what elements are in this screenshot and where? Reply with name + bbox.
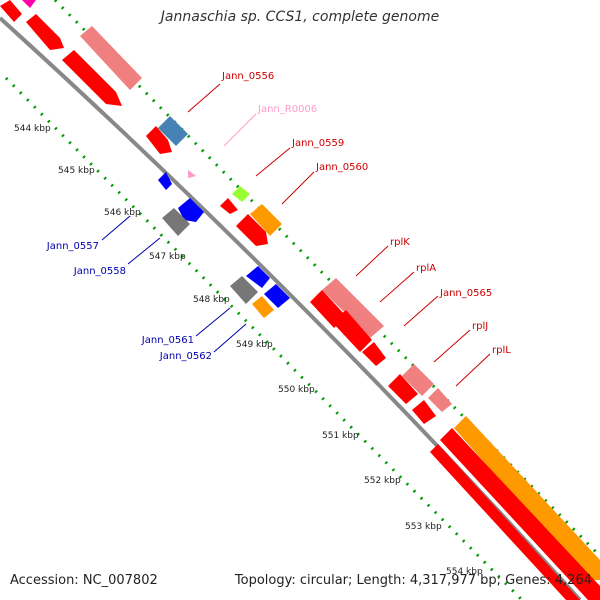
red-gene-rpl-2 [332,310,372,352]
red-gene-long-2 [430,444,580,600]
connector-rplL [455,353,491,387]
blue-gene-3 [246,266,270,288]
kbp-label: 547 kbp [149,252,186,262]
gene-label-jann-0561[interactable]: Jann_0561 [141,335,194,346]
kbp-labels: 544 kbp 545 kbp 546 kbp 547 kbp 548 kbp … [14,124,483,577]
pink-small-gene [188,170,196,178]
red-gene-long-1 [440,428,600,600]
gene-label-jann-0560[interactable]: Jann_0560 [315,162,368,173]
kbp-label: 551 kbp [322,431,359,441]
red-gene-rpl-3 [362,342,386,366]
pink-gene-1 [80,26,142,90]
blue-gene-1 [158,172,172,190]
kbp-label: 553 kbp [405,522,442,532]
connector-jann-0558 [127,237,161,265]
connector-jann-0561 [195,307,231,337]
grey-gene-1 [162,208,190,236]
gene-label-jann-0558[interactable]: Jann_0558 [73,266,126,277]
kbp-label: 545 kbp [58,166,95,176]
tick-tracks [4,0,600,600]
connector-jann-0556 [187,83,221,113]
kbp-label: 554 kbp [446,567,483,577]
gene-label-rplL[interactable]: rplL [492,345,511,356]
lime-gene [232,186,250,202]
gene-labels-left: Jann_0557 Jann_0558 Jann_0561 Jann_0562 [46,241,212,362]
red-gene-1 [26,14,64,50]
gene-label-jann-0559[interactable]: Jann_0559 [291,138,344,149]
gene-label-jann-0557[interactable]: Jann_0557 [46,241,99,252]
pink-gene-rplJ [402,364,434,396]
inner-tick-track [4,76,524,600]
gene-label-jann-0556[interactable]: Jann_0556 [221,71,274,82]
grey-gene-2 [230,276,258,304]
pink-gene-rplK [322,278,384,338]
accession-text: Accession: NC_007802 [10,573,158,588]
red-gene-5 [236,214,268,246]
orange-gene-long [454,416,600,580]
kbp-label: 548 kbp [193,295,230,305]
kbp-label: 546 kbp [104,208,141,218]
steel-gene [158,116,188,146]
connector-jann-0559 [255,147,291,177]
connector-jann-0560 [281,171,315,205]
red-gene-top-left [0,0,22,22]
red-gene-rpl-4 [388,374,418,404]
blue-gene-2 [178,198,204,222]
gene-label-rplJ[interactable]: rplJ [472,321,488,332]
connector-rplJ [433,329,471,363]
connector-rplA [379,271,415,303]
gene-labels-right: Jann_0556 Jann_R0006 Jann_0559 Jann_0560… [221,71,511,356]
top-features [0,0,142,106]
topology-text: Topology: circular; Length: 4,317,977 bp… [234,573,592,588]
orange-gene-2 [252,296,274,318]
magenta-gene [22,0,36,8]
connector-jann-r0006 [223,113,257,147]
kbp-label: 552 kbp [364,476,401,486]
gene-label-rplK[interactable]: rplK [390,237,410,248]
kbp-label: 544 kbp [14,124,51,134]
gene-label-jann-0565[interactable]: Jann_0565 [439,288,492,299]
red-gene-3 [146,126,172,154]
connector-jann-0562 [213,323,247,353]
kbp-label: 550 kbp [278,385,315,395]
connector-jann-0557 [101,215,131,241]
mid-features [146,116,290,318]
kbp-label: 549 kbp [236,340,273,350]
red-gene-4 [220,198,238,214]
red-gene-rpl-5 [412,400,436,424]
map-title: Jannaschia sp. CCS1, complete genome [160,9,440,25]
gene-label-jann-0562[interactable]: Jann_0562 [159,351,212,362]
red-gene-2 [62,50,122,106]
blue-gene-4 [264,284,290,308]
connector-rplK [355,245,389,277]
gene-label-jann-r0006[interactable]: Jann_R0006 [257,104,317,115]
orange-gene-1 [250,204,282,236]
connector-lines [101,83,491,387]
pink-gene-rplL [428,388,452,412]
connector-jann-0565 [403,295,439,327]
rpl-cluster [310,278,600,600]
gene-label-rplA[interactable]: rplA [416,263,436,274]
